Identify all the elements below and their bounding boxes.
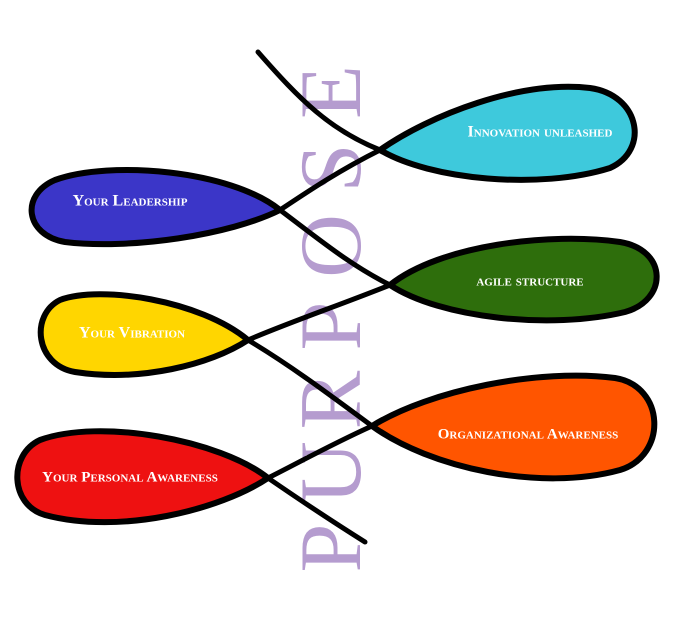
petal-organizational-awareness xyxy=(369,372,658,482)
label-organizational-awareness: Organizational Awareness xyxy=(438,426,618,442)
watermark-letter: U xyxy=(283,441,380,505)
watermark-letter: S xyxy=(283,144,380,193)
label-your-vibration: Your Vibration xyxy=(79,325,185,342)
label-agile-structure: agile structure xyxy=(476,273,583,290)
petal-innovation-unleashed xyxy=(377,83,638,183)
petal-your-leadership xyxy=(28,167,283,248)
watermark-letter: E xyxy=(283,65,380,119)
petal-agile-structure xyxy=(387,235,660,324)
label-innovation-unleashed: Innovation unleashed xyxy=(468,124,613,141)
label-your-leadership: Your Leadership xyxy=(73,193,188,210)
petal-your-vibration xyxy=(37,291,251,378)
watermark-letter: P xyxy=(283,524,380,573)
petal-your-personal-awareness xyxy=(14,428,271,526)
label-your-personal-awareness: Your Personal Awareness xyxy=(42,469,218,485)
woven-strand xyxy=(245,49,393,545)
